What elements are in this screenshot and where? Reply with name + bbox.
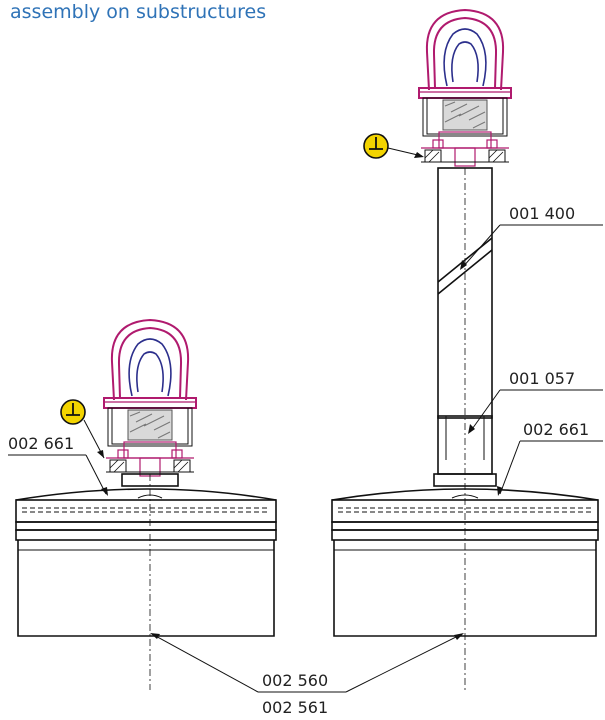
label-001-057: 001 057 xyxy=(509,369,575,388)
diagram-title: assembly on substructures xyxy=(10,1,267,23)
eye-bolt-left xyxy=(103,319,197,477)
eye-bolt-right xyxy=(418,9,512,167)
label-002-560: 002 560 xyxy=(262,671,328,690)
label-002-661-right: 002 661 xyxy=(523,420,589,439)
label-002-661-left: 002 661 xyxy=(8,434,74,453)
ground-symbol-icon xyxy=(60,399,86,425)
cover-left xyxy=(15,488,277,501)
ground-symbol-icon xyxy=(363,133,389,159)
label-002-561: 002 561 xyxy=(262,698,328,717)
label-001-400: 001 400 xyxy=(509,204,575,223)
